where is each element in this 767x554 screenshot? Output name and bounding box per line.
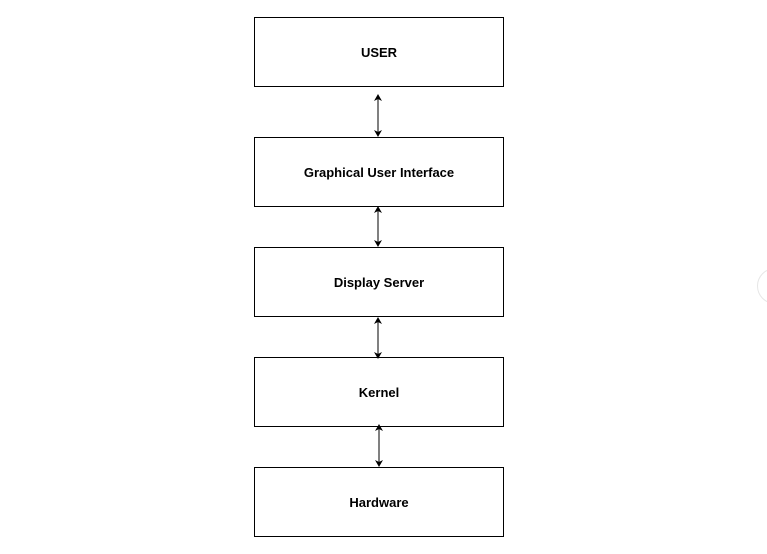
node-hardware[interactable]: Hardware bbox=[254, 467, 504, 537]
node-user-label: USER bbox=[360, 44, 398, 60]
node-user[interactable]: USER bbox=[254, 17, 504, 87]
node-display-server[interactable]: Display Server bbox=[254, 247, 504, 317]
node-gui-label: Graphical User Interface bbox=[303, 164, 455, 180]
node-display-server-label: Display Server bbox=[333, 274, 425, 290]
node-kernel-label: Kernel bbox=[358, 384, 400, 400]
node-hardware-label: Hardware bbox=[349, 494, 409, 510]
node-graphical-user-interface[interactable]: Graphical User Interface bbox=[254, 137, 504, 207]
